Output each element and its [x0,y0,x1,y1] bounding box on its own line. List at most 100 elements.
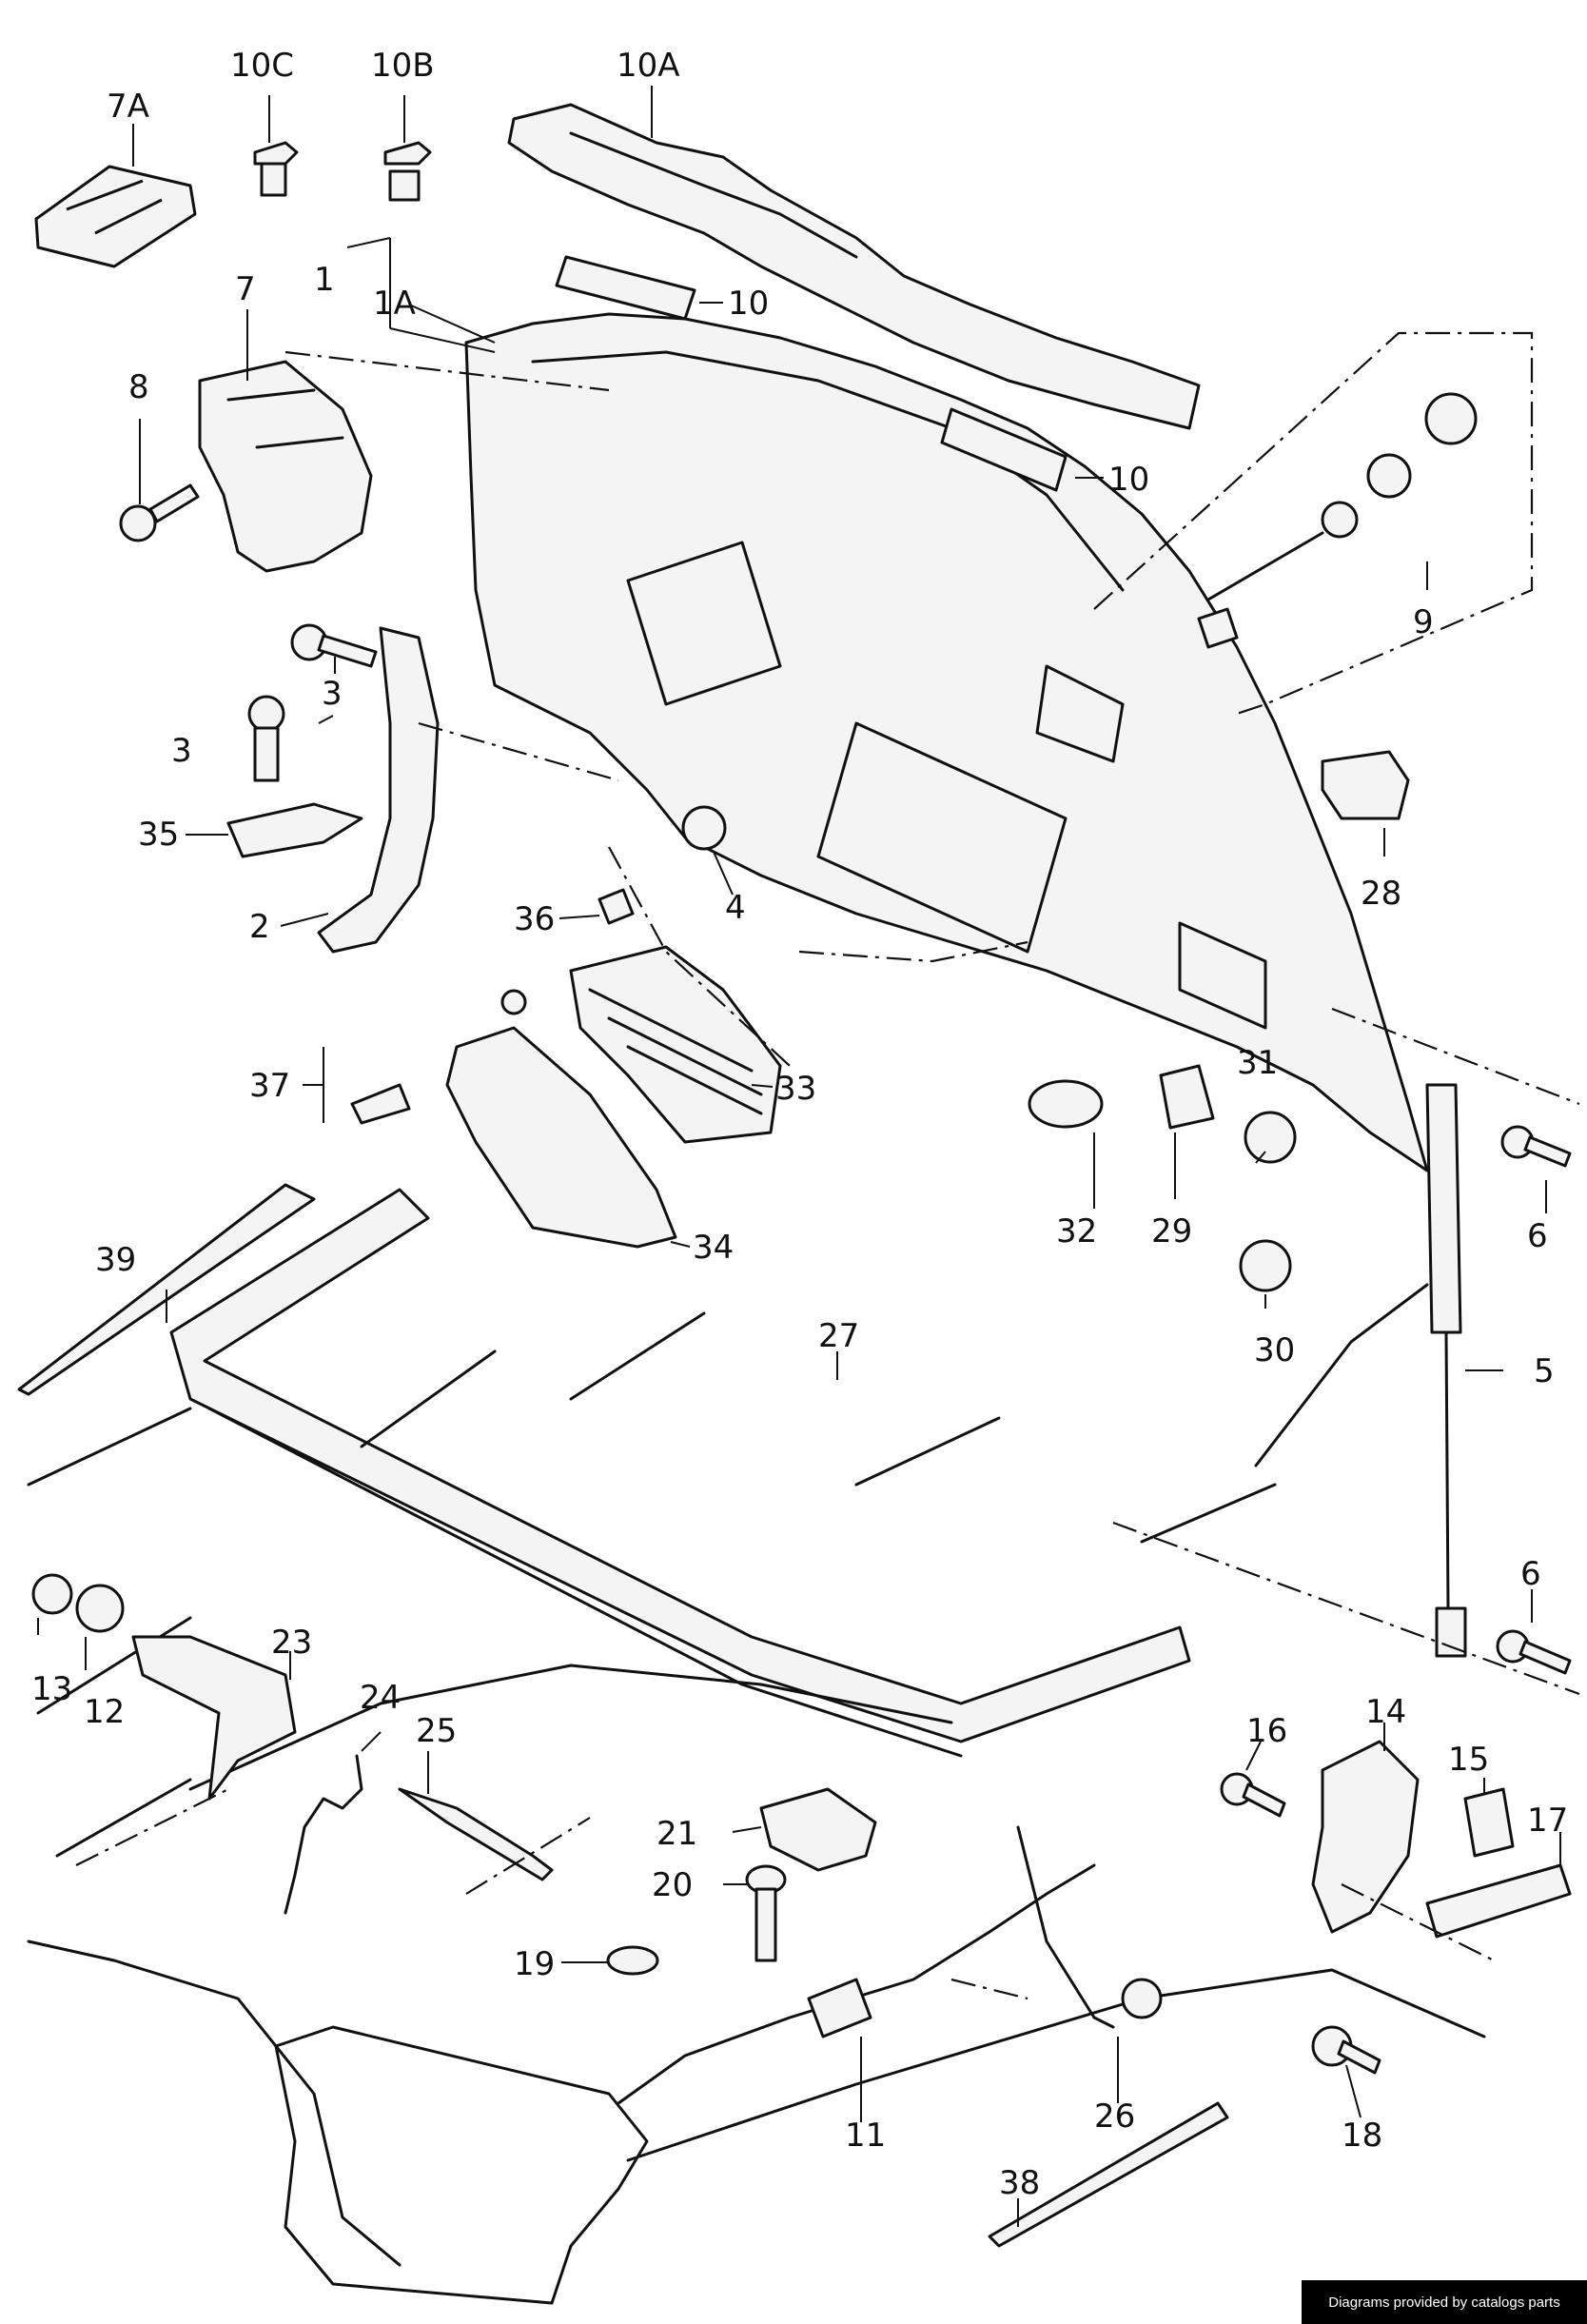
callout-4: 4 [725,889,746,927]
callout-21: 21 [656,1815,697,1853]
vehicle-body-outline [27,1283,1486,2267]
part-14-latch-bracket [1311,1740,1420,1934]
part-29-clip [1159,1064,1215,1130]
part-3-bolt-upper [290,623,378,668]
part-12-nut [75,1584,125,1633]
callout-33: 33 [775,1070,816,1108]
part-18-bolt [1311,2025,1381,2075]
part-33-hatching [588,988,763,1115]
part-37-fastener-group [350,989,527,1125]
callout-1: 1 [314,261,335,299]
part-31-nut [1244,1111,1297,1164]
part-30-nut [1239,1239,1292,1292]
part-26-clip [1121,1978,1163,2019]
callout-32: 32 [1056,1212,1097,1251]
part-21-bracket [759,1787,877,1872]
callout-6-lower: 6 [1520,1555,1541,1593]
part-9-boundary [1093,331,1534,716]
callout-10-lower: 10 [1108,461,1149,499]
part-9-release-assembly [1197,392,1478,649]
part-11-release-cable [617,1863,1096,2105]
part-17-bracket [1425,1863,1572,1939]
callout-19: 19 [514,1945,555,1983]
callout-labels: 7A 10C 10B 10A 1 1A 7 8 10 10 9 3 3 35 2… [31,47,1568,2202]
part-10-lower-seal [940,407,1068,492]
callout-9: 9 [1413,603,1434,641]
callout-1a: 1A [373,285,416,323]
assembly-dash-lines [75,350,1580,2000]
callout-10c: 10C [230,47,294,85]
callout-8: 8 [128,368,149,406]
callout-10b: 10B [371,47,435,85]
part-27-cross-member [169,1188,1191,1758]
part-2-hinge [317,626,440,954]
part-33-insulation-panel [569,945,782,1144]
callout-29: 29 [1151,1212,1192,1251]
part-28-pad [1321,750,1410,820]
part-35-plate [226,802,363,858]
callout-12: 12 [84,1693,125,1731]
part-10a-seal-strip [507,103,1201,430]
callout-10-upper: 10 [728,285,769,323]
callout-20: 20 [652,1866,693,1904]
callout-18: 18 [1342,2117,1382,2155]
callout-26: 26 [1094,2098,1135,2136]
callout-38: 38 [999,2164,1040,2202]
part-16-bolt [1220,1772,1286,1818]
callout-15: 15 [1448,1741,1489,1779]
callout-7: 7 [235,270,256,308]
callout-13: 13 [31,1670,72,1708]
part-3-bolt-lower [247,695,285,782]
callout-14: 14 [1365,1693,1406,1731]
leader-lines [37,86,1561,2227]
callout-11: 11 [845,2117,886,2155]
lock-carrier-frame [274,2025,649,2305]
part-7a-clip [34,165,197,268]
part-13-nut [31,1573,73,1615]
part-10-upper-seal [555,255,696,321]
part-23-latch [131,1635,297,1801]
callout-39: 39 [95,1241,136,1279]
part-20-bolt [745,1864,787,1962]
callout-34: 34 [693,1229,734,1267]
callout-2: 2 [249,908,270,946]
callout-17: 17 [1527,1802,1568,1840]
callout-7a: 7A [107,88,149,126]
part-11-cable-sleeve [807,1978,872,2038]
part-10c-fastener [253,141,299,197]
part-5-gas-strut [1425,1083,1467,1658]
part-1-hood [464,312,1429,1172]
part-15-switch [1463,1787,1515,1858]
credit-text: Diagrams provided by catalogs parts [1328,2294,1560,2311]
credit-banner: Diagrams provided by catalogs parts [1302,2280,1587,2324]
callout-28: 28 [1361,875,1401,913]
callout-16: 16 [1246,1712,1287,1750]
callout-30: 30 [1254,1331,1295,1369]
callout-31: 31 [1237,1044,1278,1082]
callout-27: 27 [818,1317,859,1355]
part-36-clip [598,888,635,925]
callout-23: 23 [271,1624,312,1662]
callout-3-upper: 3 [322,675,343,713]
part-8-bolt [119,483,200,542]
callout-37: 37 [249,1067,290,1105]
part-19-washer [606,1945,659,1976]
callout-35: 35 [138,816,179,854]
callout-3-lower: 3 [171,732,192,770]
part-25-pin [398,1787,554,1881]
part-7-hinge [198,360,373,573]
part-24-spring [284,1754,363,1915]
part-38-seal-strip [988,2101,1229,2248]
part-26-cable-holder [1016,1825,1115,2029]
callout-5: 5 [1534,1352,1555,1390]
part-34-frame [445,1026,677,1249]
callout-36: 36 [514,900,555,938]
part-10b-fastener [383,141,432,202]
part-6-bolt-lower [1496,1629,1572,1675]
callout-6-upper: 6 [1527,1217,1548,1255]
part-4-nut [681,805,727,851]
callout-25: 25 [416,1712,457,1750]
part-6-bolt-upper [1500,1125,1572,1168]
